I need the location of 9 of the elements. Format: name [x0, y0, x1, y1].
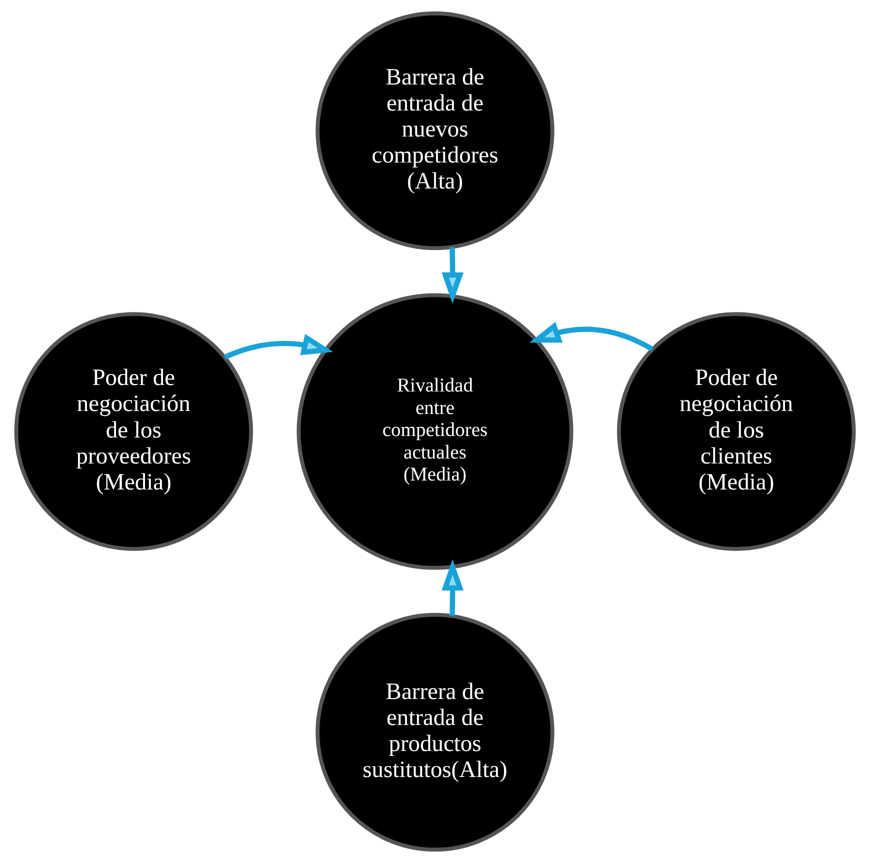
node-circle: Poder de negociación de los proveedores (Media)	[14, 312, 252, 551]
node-circle: Rivalidad entre competidores actuales (Media)	[296, 293, 573, 570]
node-circle: Poder de negociación de los clientes (Media)	[616, 312, 856, 551]
arrow	[441, 247, 464, 304]
node-circle: Barrera de entrada de nuevos competidores (Alta)	[315, 11, 554, 250]
node-circle: Barrera de entrada de productos sustitutos(Alta)	[315, 612, 554, 852]
arrow	[441, 559, 464, 616]
arrow	[528, 322, 653, 352]
arrow	[223, 334, 333, 360]
